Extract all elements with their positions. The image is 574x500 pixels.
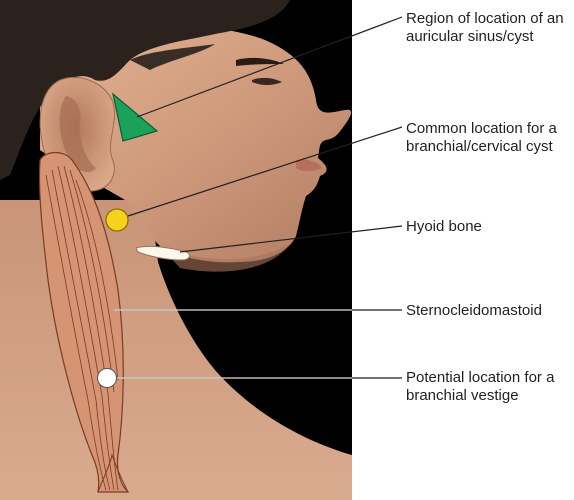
branchial-cyst-marker xyxy=(106,209,128,231)
label-hyoid-bone: Hyoid bone xyxy=(406,218,574,236)
label-branchial-vestige: Potential location for a branchial vesti… xyxy=(406,369,556,405)
label-auricular-region: Region of location of an auricular sinus… xyxy=(406,10,574,46)
label-branchial-cyst: Common location for a branchial/cervical… xyxy=(406,120,574,156)
branchial-vestige-marker xyxy=(98,369,117,388)
label-sternocleidomastoid: Sternocleidomastoid xyxy=(406,302,574,320)
